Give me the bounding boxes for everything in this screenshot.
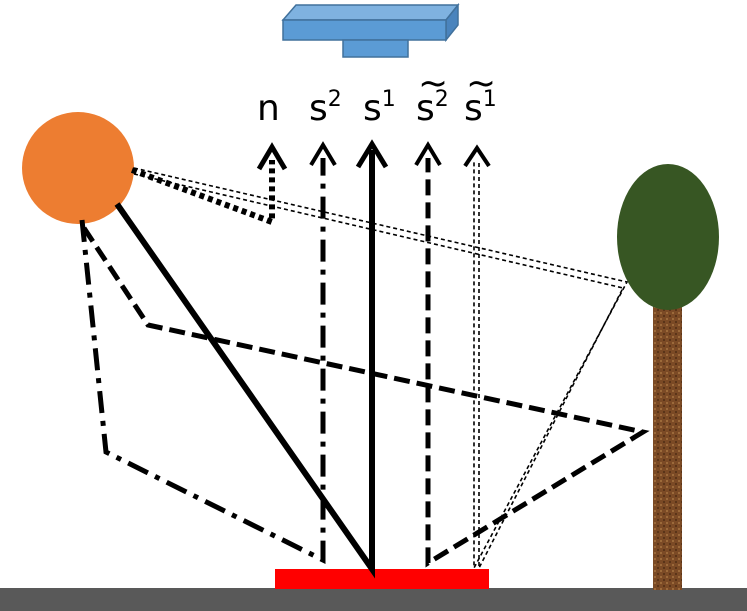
satellite-sensor-icon — [281, 2, 460, 58]
ground — [0, 588, 747, 611]
path-st2 — [81, 158, 650, 568]
tilde-st2: ~ — [418, 63, 448, 104]
arrow-head-s1 — [355, 139, 389, 169]
path-s2 — [79, 158, 326, 565]
arrow-head-st1 — [463, 144, 491, 168]
label-s1: s1 — [363, 87, 396, 129]
path-n — [130, 160, 275, 227]
label-st2: s2 — [416, 87, 449, 129]
tree-icon — [617, 164, 719, 310]
label-st1: s1 — [464, 87, 497, 129]
label-s2: s2 — [309, 87, 342, 129]
target-surface — [275, 569, 489, 589]
path-st1-b — [133, 160, 625, 569]
tree-trunk — [653, 300, 682, 590]
path-s1 — [114, 150, 375, 579]
arrow-head-st2 — [414, 141, 442, 167]
path-st1-a — [133, 160, 629, 569]
arrow-head-n — [256, 142, 288, 171]
label-n: n — [257, 88, 280, 129]
sun-icon — [22, 112, 134, 224]
tilde-st1: ~ — [466, 63, 496, 104]
arrow-head-s2 — [309, 141, 337, 167]
